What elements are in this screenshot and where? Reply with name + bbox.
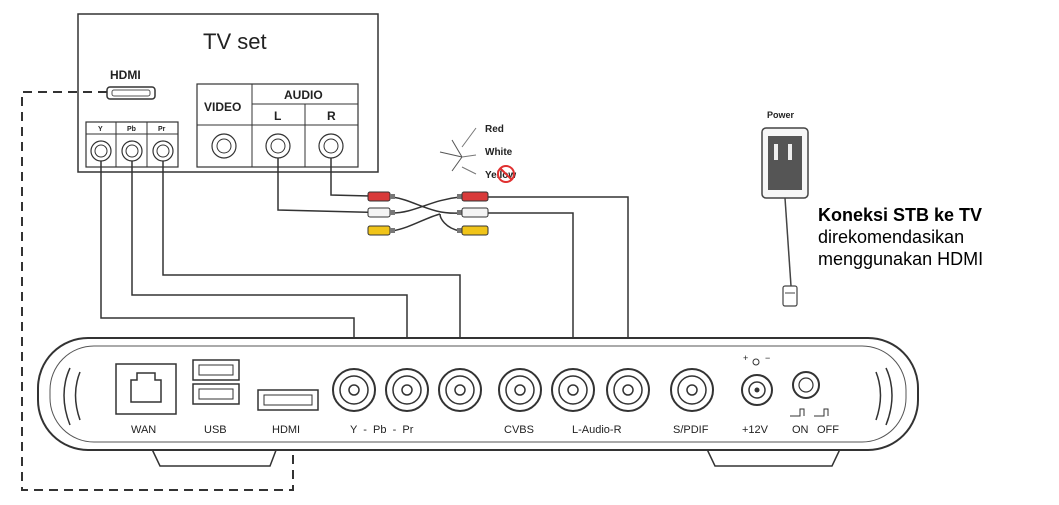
stb-port-audio-r	[606, 368, 650, 412]
tv-port-y	[90, 140, 112, 162]
audio-cable-r-tv	[330, 158, 371, 197]
tv-port-y-label: Y	[98, 126, 103, 133]
stb-hdmi-label: HDMI	[272, 424, 300, 436]
tv-hdmi-label: HDMI	[110, 68, 141, 82]
svg-text:−: −	[765, 353, 770, 363]
stb-wan-label: WAN	[131, 424, 156, 436]
rca-plugs-left	[367, 191, 395, 236]
stb-audio-label: L-Audio-R	[572, 424, 622, 436]
power-label: Power	[767, 110, 795, 120]
stb-port-pr	[438, 368, 482, 412]
set-top-box: WAN USB HDMI Y - Pb - Pr CVBS	[37, 337, 919, 467]
tv-audio-label: AUDIO	[284, 88, 323, 102]
cable-color-legend: Red White Yellow	[439, 124, 516, 183]
legend-yellow: Yellow	[485, 170, 516, 181]
stb-hdmi-port: HDMI	[257, 389, 319, 436]
tv-port-pr	[152, 140, 174, 162]
note-line-2: direkomendasikan	[818, 227, 965, 247]
stb-spdif-label: S/PDIF	[673, 424, 709, 436]
tv-title: TV set	[203, 29, 267, 54]
stb-power-label: +12V	[742, 424, 769, 436]
stb-power-switch: ON OFF	[790, 371, 839, 436]
tv-port-pr-label: Pr	[158, 126, 166, 133]
stb-port-pb	[385, 368, 429, 412]
tv-port-pb	[121, 140, 143, 162]
stb-port-spdif	[670, 368, 714, 412]
legend-white: White	[485, 147, 513, 158]
component-cable-pr	[162, 161, 461, 385]
rca-plug-red-left	[367, 191, 391, 202]
tv-port-video	[211, 133, 237, 159]
stb-dc-power-port: + − +12V	[741, 353, 773, 436]
tv-set: TV set HDMI Y Pb Pr VIDEO AUDIO L R	[77, 13, 379, 173]
power-plug-tip	[782, 285, 798, 307]
hdmi-cable	[21, 91, 294, 491]
audio-cable-l-tv	[277, 158, 396, 214]
stb-on-label: ON	[792, 424, 809, 436]
recommendation-note: Koneksi STB ke TV direkomendasikan mengg…	[818, 204, 1058, 270]
rca-plug-white-right	[461, 207, 489, 218]
tv-port-audio-l	[265, 133, 291, 159]
audio-cable-l-stb	[488, 212, 574, 385]
note-title: Koneksi STB ke TV	[818, 205, 983, 225]
rca-plug-red-right	[461, 191, 489, 202]
cables	[21, 91, 629, 491]
tv-port-pb-label: Pb	[127, 126, 136, 133]
power-adapter: Power	[761, 110, 809, 307]
tv-audio-l-label: L	[274, 109, 281, 123]
tv-hdmi-port	[106, 86, 156, 100]
stb-cvbs-label: CVBS	[504, 424, 534, 436]
rca-plug-white-left	[367, 207, 391, 218]
tv-video-label: VIDEO	[204, 100, 241, 114]
svg-text:+: +	[743, 353, 748, 363]
prohibited-icon	[497, 165, 515, 183]
tv-port-audio-r	[318, 133, 344, 159]
stb-rca-sockets	[332, 368, 714, 412]
stb-off-label: OFF	[817, 424, 839, 436]
stb-port-audio-l	[551, 368, 595, 412]
stb-component-label: Y - Pb - Pr	[350, 424, 414, 436]
stb-usb-port: USB	[192, 359, 240, 436]
stb-port-y	[332, 368, 376, 412]
legend-red: Red	[485, 124, 504, 135]
stb-usb-label: USB	[204, 424, 227, 436]
rca-plugs-right	[457, 191, 489, 236]
rca-plug-yellow-left	[367, 225, 391, 236]
rca-plug-yellow-right	[461, 225, 489, 236]
note-line-3: menggunakan HDMI	[818, 249, 984, 269]
audio-cable-r-stb	[488, 196, 629, 385]
stb-port-cvbs	[498, 368, 542, 412]
tv-audio-r-label: R	[327, 109, 336, 123]
stb-wan-port: WAN	[115, 363, 177, 436]
